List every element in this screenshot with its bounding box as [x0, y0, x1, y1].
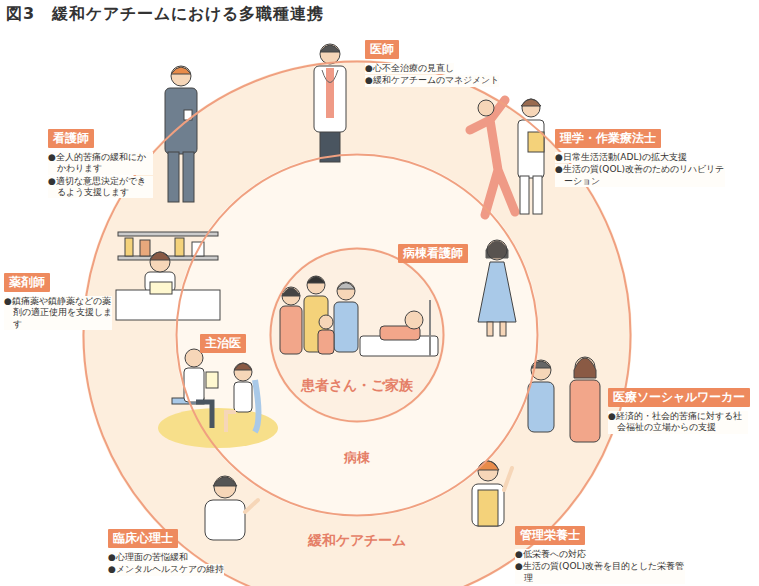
- role-heading: 薬剤師: [4, 273, 50, 292]
- role-duty: ●全人的苦痛の緩和にかかわります: [48, 152, 153, 175]
- role-box: 主治医: [200, 332, 260, 356]
- role-duty: ●低栄養への対応: [515, 549, 586, 560]
- circle-line: [271, 249, 444, 422]
- role-heading: 管理栄養士: [515, 526, 585, 545]
- nurse-figure: [165, 66, 197, 202]
- role-box: 病棟看護師: [398, 242, 488, 266]
- role-box: 薬剤師 ●鎮痛薬や鎮静薬などの薬剤の適正使用を支援します: [4, 271, 112, 330]
- circle-line: [84, 62, 631, 586]
- role-duty: ●適切な意思決定ができるよう支援します: [48, 176, 153, 199]
- psychologist-figure: [205, 476, 258, 540]
- role-box: 理学・作業療法士 ●日常生活活動(ADL)の拡大支援●生活の質(QOL)改善のため…: [555, 127, 725, 187]
- role-duty: ●心不全治療の見直し: [365, 63, 454, 74]
- social-worker-figure: [528, 357, 600, 442]
- consultation-scene: [158, 349, 278, 448]
- role-duty: ●鎮痛薬や鎮静薬などの薬剤の適正使用を支援します: [4, 296, 112, 330]
- patient-circle: 患者さん・ご家族: [269, 247, 445, 423]
- role-heading: 病棟看護師: [398, 244, 468, 263]
- role-box: 医療ソーシャルワーカー ●経済的・社会的苦痛に対する社会福祉の立場からの支援: [608, 386, 748, 434]
- pharmacy-scene: [116, 232, 220, 320]
- role-heading: 臨床心理士: [108, 529, 178, 548]
- role-duty: ●日常生活活動(ADL)の拡大支援: [555, 152, 687, 163]
- role-heading: 理学・作業療法士: [555, 129, 661, 148]
- circle-outline: [269, 247, 445, 423]
- role-duty: ●メンタルヘルスケアの維持: [108, 564, 224, 575]
- ring-fill: [175, 153, 539, 517]
- role-duty: ●生活の質(QOL)改善を目的とした栄養管理: [515, 561, 685, 584]
- team-circle: 緩和ケアチーム病棟患者さん・ご家族: [82, 60, 632, 586]
- role-box: 医師 ●心不全治療の見直し●緩和ケアチームのマネジメント: [365, 38, 525, 87]
- circle-outline: [82, 60, 632, 586]
- role-heading: 医師: [365, 40, 399, 59]
- ward-nurse-figure: [478, 240, 516, 336]
- role-box: 看護師 ●全人的苦痛の緩和にかかわります●適切な意思決定ができるよう支援します: [48, 127, 153, 198]
- role-duty: ●経済的・社会的苦痛に対する社会福祉の立場からの支援: [608, 411, 748, 434]
- ring-fill: [82, 60, 632, 586]
- ring-fill: [269, 247, 445, 423]
- role-duty: ●生活の質(QOL)改善のためのリハビリテーション: [555, 164, 725, 187]
- role-box: 管理栄養士 ●低栄養への対応●生活の質(QOL)改善を目的とした栄養管理: [515, 524, 685, 584]
- role-duty: ●緩和ケアチームのマネジメント: [365, 75, 499, 86]
- role-duty: ●心理面の苦悩緩和: [108, 552, 188, 563]
- therapist-figure: [470, 99, 544, 215]
- circle-label: 病棟: [175, 449, 539, 467]
- family-figure: [280, 276, 438, 356]
- circle-label: 患者さん・ご家族: [269, 377, 445, 395]
- role-box: 臨床心理士 ●心理面の苦悩緩和●メンタルヘルスケアの維持: [108, 527, 248, 576]
- role-heading: 主治医: [200, 334, 246, 353]
- figure-title: 図3 緩和ケアチームにおける多職種連携: [6, 4, 324, 25]
- role-heading: 医療ソーシャルワーカー: [608, 388, 750, 407]
- dietitian-figure: [472, 461, 512, 526]
- role-heading: 看護師: [48, 129, 94, 148]
